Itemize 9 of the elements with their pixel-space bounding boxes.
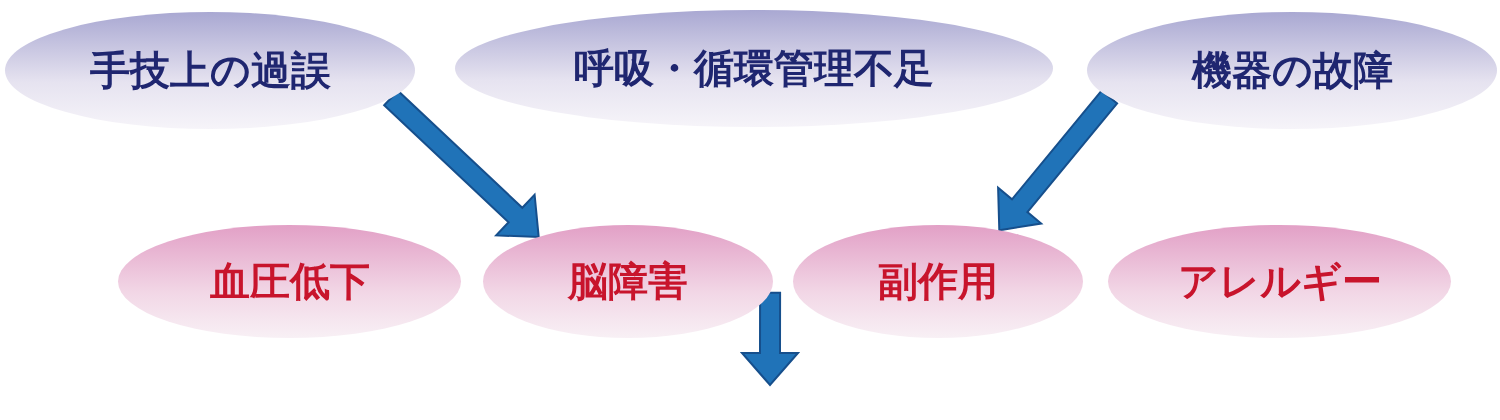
- ellipse-node: 機器の故障: [1087, 12, 1497, 129]
- arrow: [997, 89, 1119, 232]
- ellipse-node: 手技上の過誤: [5, 12, 415, 129]
- ellipse-node: 呼吸・循環管理不足: [455, 10, 1053, 127]
- ellipse-node: 脳障害: [483, 225, 773, 338]
- arrow: [739, 291, 801, 387]
- ellipse-node: 副作用: [793, 225, 1083, 338]
- ellipse-node: 血圧低下: [118, 225, 461, 338]
- ellipse-node: アレルギー: [1108, 225, 1451, 338]
